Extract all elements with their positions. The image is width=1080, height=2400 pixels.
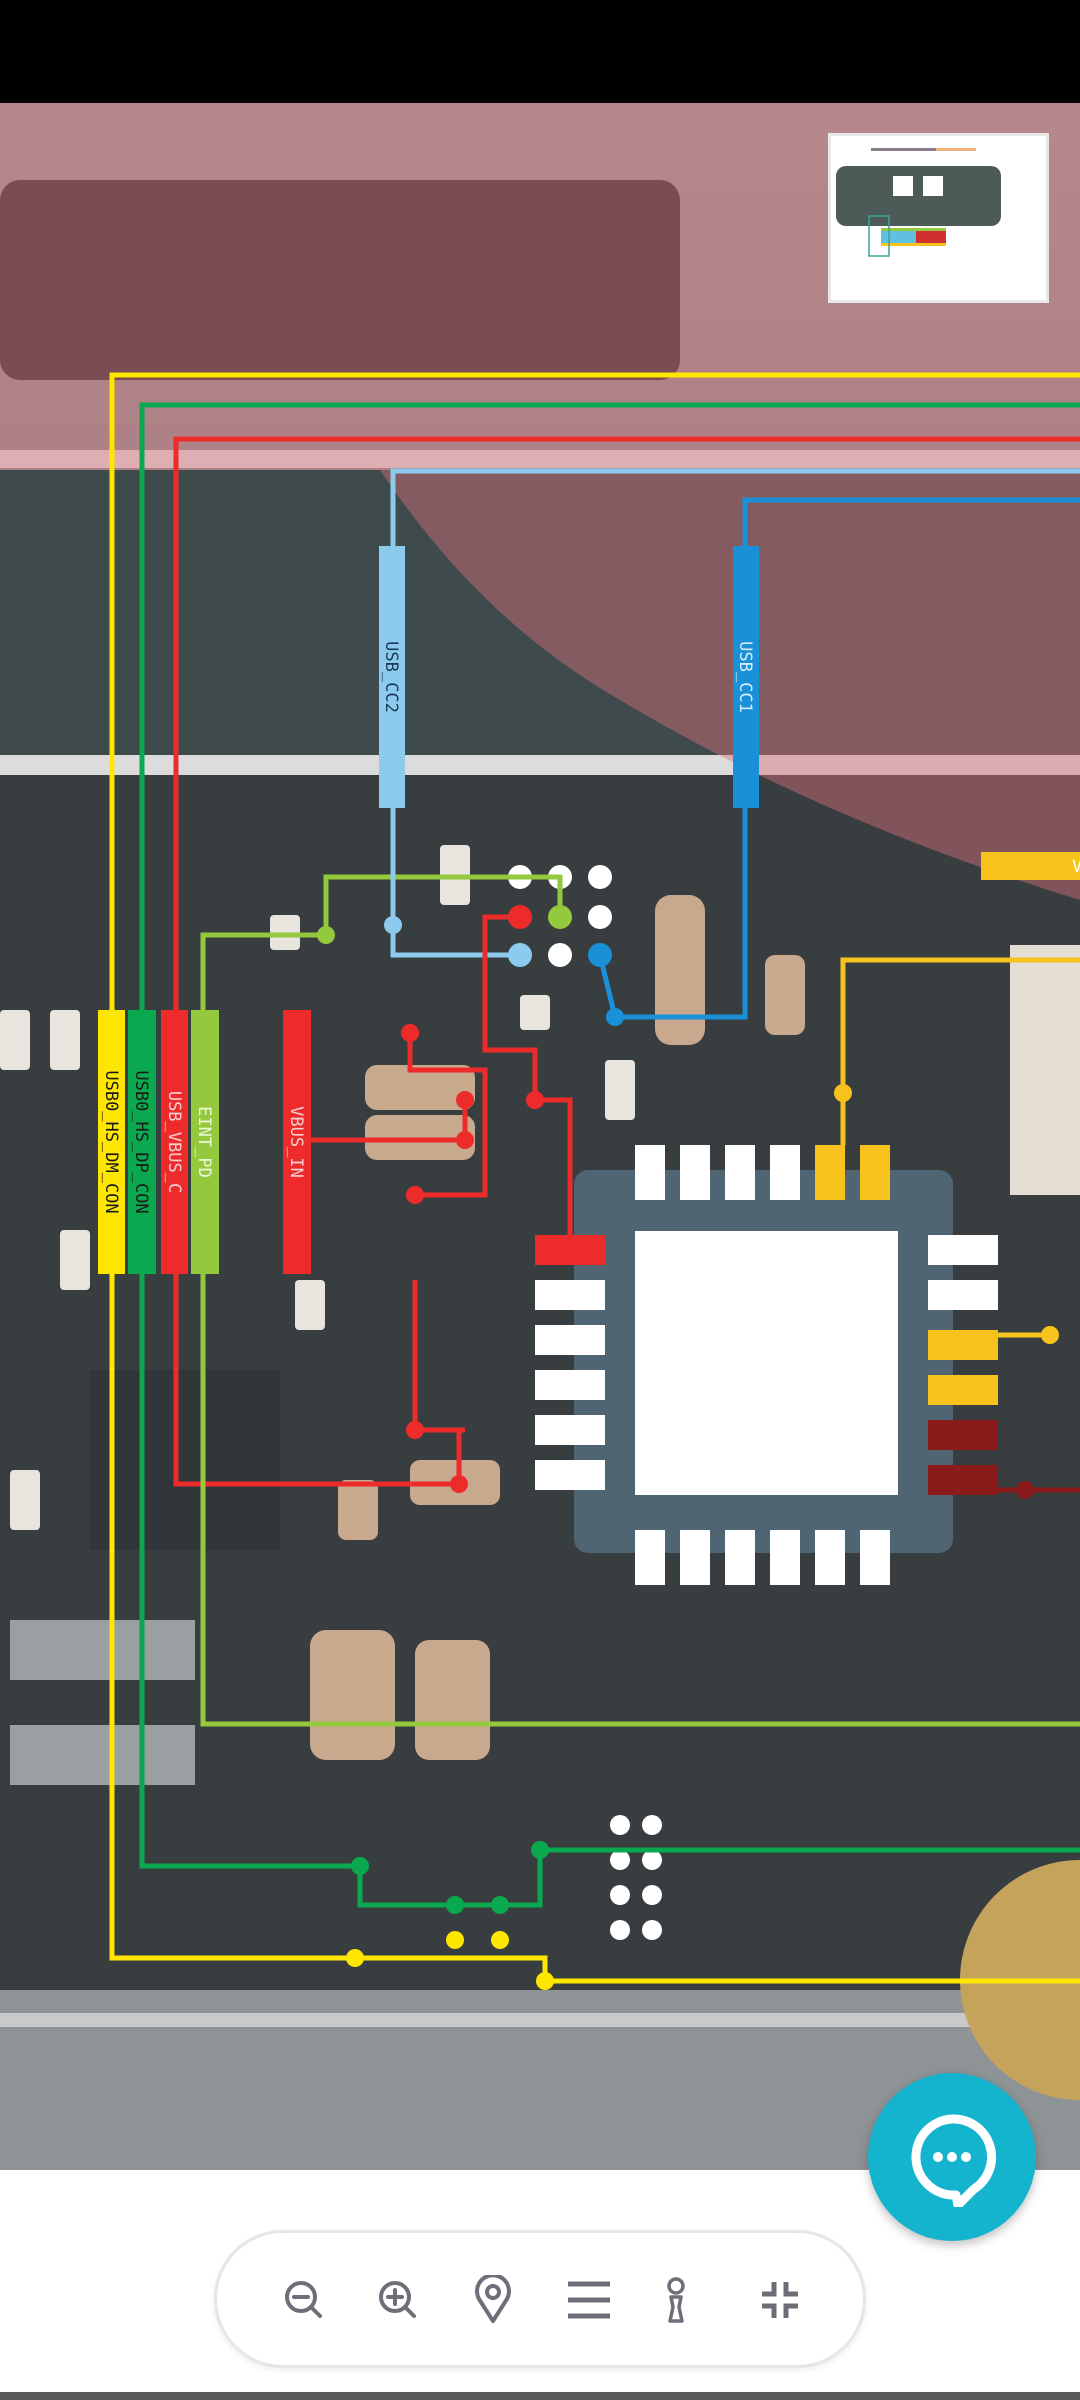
- net-label-text: VBUS_IN: [286, 1106, 306, 1178]
- components: [0, 845, 1080, 1785]
- net-label-usb-cc2[interactable]: USB_CC2: [379, 546, 405, 808]
- minimap[interactable]: [828, 133, 1049, 303]
- net-label-usb-vbus-c[interactable]: USB_VBUS_C: [161, 1010, 188, 1274]
- zoom-out-button[interactable]: [277, 2273, 331, 2327]
- collapse-icon: [762, 2282, 798, 2318]
- menu-icon: [568, 2281, 610, 2319]
- net-label-usb0-hs-dm-con[interactable]: USB0_HS_DM_CON: [98, 1010, 125, 1274]
- menu-button[interactable]: [562, 2273, 616, 2327]
- info-button[interactable]: [649, 2273, 703, 2327]
- zoom-in-button[interactable]: [371, 2273, 425, 2327]
- locate-button[interactable]: [466, 2273, 520, 2327]
- ic-center-pad: [635, 1231, 898, 1495]
- net-label-text: USB0_HS_DM_CON: [101, 1070, 121, 1213]
- net-label-v-partial[interactable]: V: [981, 852, 1080, 880]
- chat-bubble-icon: [911, 2114, 997, 2207]
- collapse-button[interactable]: [753, 2273, 807, 2327]
- net-label-text: USB_CC2: [381, 641, 401, 713]
- net-label-eint-pd[interactable]: EINT_PD: [191, 1010, 219, 1274]
- system-nav-bar: [0, 2392, 1080, 2400]
- chat-button[interactable]: [868, 2073, 1036, 2241]
- net-label-vbus-in[interactable]: VBUS_IN: [283, 1010, 311, 1274]
- trace-vias: [317, 916, 1059, 1990]
- zoom-in-icon: [379, 2281, 416, 2318]
- minimap-thumbnail: [836, 148, 1001, 257]
- map-toolbar: [214, 2230, 866, 2368]
- logo-watermark: [0, 103, 1080, 900]
- net-label-text: USB0_HS_DP_CON: [131, 1070, 151, 1213]
- status-bar: [0, 0, 1080, 103]
- minimap-viewport[interactable]: [868, 215, 890, 257]
- map-pin-icon: [475, 2275, 511, 2323]
- ic-pads: [535, 1145, 998, 1585]
- net-label-text: EINT_PD: [194, 1106, 214, 1178]
- net-label-usb0-hs-dp-con[interactable]: USB0_HS_DP_CON: [128, 1010, 156, 1274]
- info-icon: [667, 2277, 685, 2323]
- zoom-out-icon: [285, 2281, 322, 2318]
- net-label-text: V: [1072, 857, 1080, 877]
- net-label-text: USB_CC1: [735, 641, 755, 713]
- net-label-text: USB_VBUS_C: [164, 1091, 184, 1193]
- net-label-usb-cc1[interactable]: USB_CC1: [733, 546, 759, 808]
